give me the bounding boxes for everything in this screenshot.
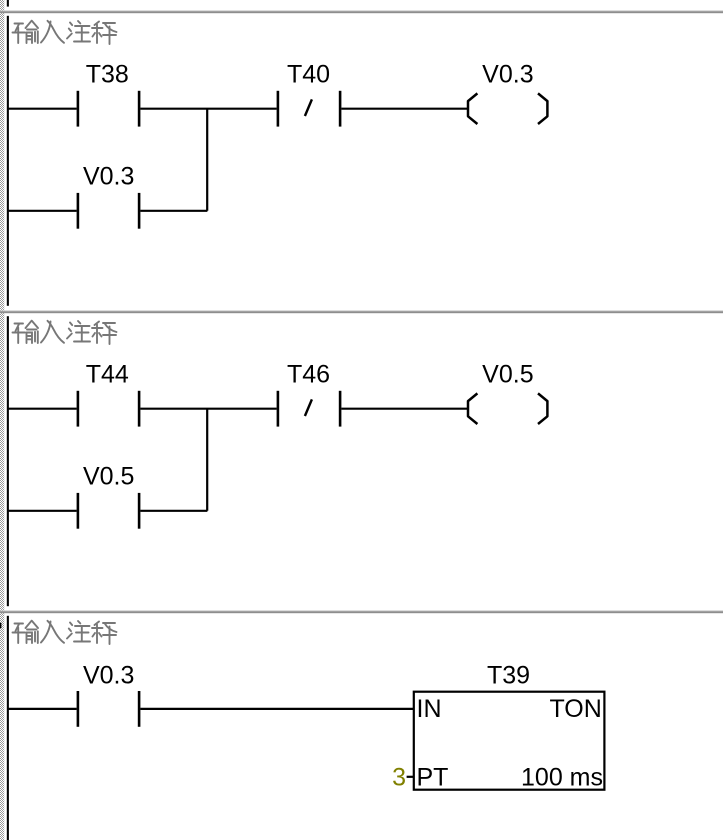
svg-text:T38: T38 xyxy=(86,60,129,88)
svg-text:PT: PT xyxy=(417,764,449,792)
svg-text:V0.5: V0.5 xyxy=(482,360,533,388)
svg-text:T39: T39 xyxy=(487,661,530,689)
svg-text:T46: T46 xyxy=(287,360,330,388)
svg-text:V0.5: V0.5 xyxy=(83,462,134,490)
svg-text:T44: T44 xyxy=(86,360,129,388)
svg-text:3: 3 xyxy=(392,764,406,792)
svg-text:V0.3: V0.3 xyxy=(482,60,533,88)
svg-text:IN: IN xyxy=(417,695,442,723)
svg-text:V0.3: V0.3 xyxy=(83,661,134,689)
svg-text:TON: TON xyxy=(549,695,601,723)
svg-text:100 ms: 100 ms xyxy=(521,764,603,792)
svg-text:T40: T40 xyxy=(287,60,330,88)
svg-text:V0.3: V0.3 xyxy=(83,162,134,190)
